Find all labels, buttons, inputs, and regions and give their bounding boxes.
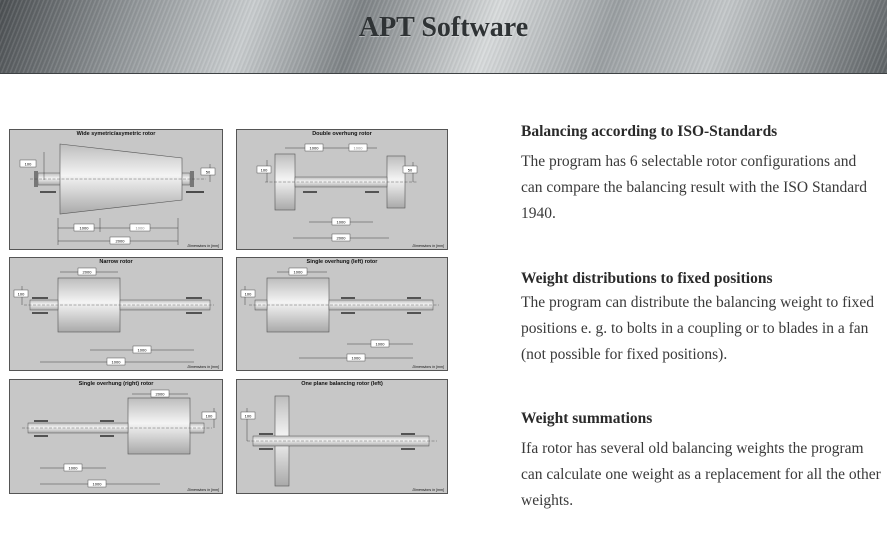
diagram-single-overhung-right-rotor: Single overhung (right) rotor 2000 100 1… — [9, 379, 223, 494]
dim-label: 2000 — [116, 239, 126, 244]
double-overhung-drawing: 1000 1000 100 50 1000 2000 — [256, 143, 418, 242]
dim-label: 100 — [245, 414, 252, 419]
diagram-one-plane-rotor: One plane balancing rotor (left) 100 Dim… — [236, 379, 448, 494]
single-overhung-left-drawing: 1000 100 1000 1000 — [240, 267, 439, 362]
one-plane-drawing: 100 — [240, 395, 437, 487]
diagram-title: One plane balancing rotor (left) — [301, 381, 383, 387]
dim-label: 100 — [245, 292, 252, 297]
section-heading: Weight distributions to fixed positions — [521, 270, 773, 287]
dim-label: 1000 — [337, 220, 347, 225]
dim-label: 2000 — [83, 270, 93, 275]
dim-label: 1000 — [136, 226, 146, 231]
section-weight-distributions: Weight distributions to fixed positions … — [521, 270, 881, 368]
section-iso-standards: Balancing according to ISO-Standards The… — [521, 123, 881, 227]
section-weight-summations: Weight summations Ifa rotor has several … — [521, 410, 881, 514]
diagram-note: Dimensions in [mm] — [412, 365, 444, 369]
dim-label: 50 — [408, 168, 413, 173]
diagram-single-overhung-left-rotor: Single overhung (left) rotor 1000 100 10… — [236, 257, 448, 371]
section-heading: Balancing according to ISO-Standards — [521, 123, 778, 140]
section-body: The program can distribute the balancing… — [521, 294, 874, 363]
dim-label: 1000 — [112, 360, 122, 365]
diagram-note: Dimensions in [mm] — [187, 365, 219, 369]
dim-label: 2000 — [156, 392, 166, 397]
dim-label: 100 — [25, 162, 32, 167]
diagram-note: Dimensions in [mm] — [412, 488, 444, 492]
dim-label: 1000 — [69, 466, 79, 471]
diagram-note: Dimensions in [mm] — [187, 488, 219, 492]
section-heading: Weight summations — [521, 410, 653, 427]
dim-label: 1000 — [80, 226, 90, 231]
single-overhung-right-drawing: 2000 100 1000 1000 — [22, 389, 217, 488]
dim-label: 1000 — [138, 348, 148, 353]
dim-label: 1000 — [294, 270, 304, 275]
dim-label: 1000 — [352, 356, 362, 361]
dim-label: 50 — [206, 170, 211, 175]
dim-label: 100 — [261, 168, 268, 173]
diagram-double-overhung-rotor: Double overhung rotor 1000 1000 100 50 1… — [236, 129, 448, 250]
dim-label: 1000 — [354, 146, 364, 151]
diagram-title: Single overhung (right) rotor — [78, 381, 154, 387]
wide-rotor-drawing: 100 50 1000 1000 2000 — [19, 143, 216, 245]
diagram-title: Wide symetric/asymetric rotor — [76, 131, 156, 137]
diagram-title: Double overhung rotor — [312, 131, 372, 137]
dim-label: 1000 — [376, 342, 386, 347]
section-body: Ifa rotor has several old balancing weig… — [521, 440, 881, 509]
dim-label: 100 — [206, 414, 213, 419]
diagram-note: Dimensions in [mm] — [412, 244, 444, 248]
diagram-title: Narrow rotor — [99, 259, 133, 265]
dim-label: 1000 — [310, 146, 320, 151]
dim-label: 2000 — [337, 236, 347, 241]
diagram-narrow-rotor: Narrow rotor 2000 100 1000 1000 Dimensio… — [9, 257, 223, 371]
diagram-title: Single overhung (left) rotor — [306, 259, 378, 265]
section-body: The program has 6 selectable rotor confi… — [521, 153, 868, 222]
page-title: APT Software — [358, 12, 529, 43]
diagram-wide-rotor: Wide symetric/asymetric rotor 100 50 100… — [9, 129, 223, 250]
header-banner: APT Software — [0, 0, 887, 74]
dim-label: 100 — [18, 292, 25, 297]
dim-label: 1000 — [93, 482, 103, 487]
diagram-note: Dimensions in [mm] — [187, 244, 219, 248]
narrow-rotor-drawing: 2000 100 1000 1000 — [13, 267, 214, 366]
